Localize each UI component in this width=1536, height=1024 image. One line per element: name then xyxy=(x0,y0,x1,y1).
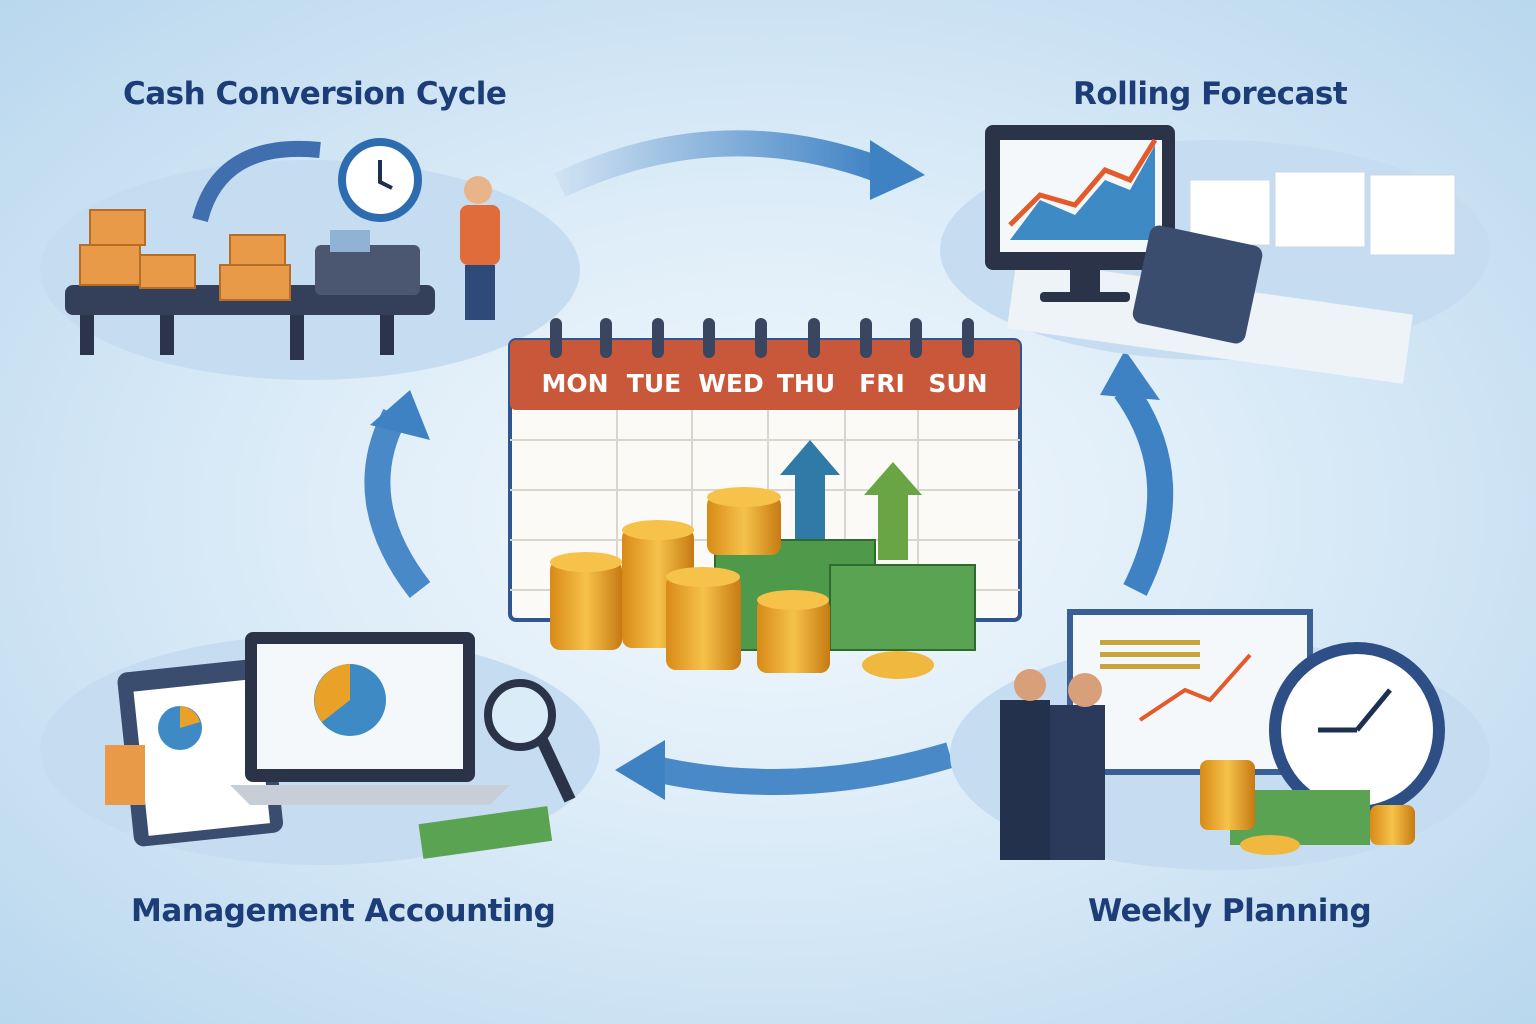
cycle-arrows xyxy=(364,130,1174,795)
arrow-bottom xyxy=(657,742,954,795)
arrow-left xyxy=(364,408,431,598)
calendar-day-sun: SUN xyxy=(928,369,987,398)
section-title-management-accounting: Management Accounting xyxy=(131,893,556,929)
calendar-day-tue: TUE xyxy=(627,369,681,398)
section-title-weekly-planning: Weekly Planning xyxy=(1088,893,1372,929)
planning-scene xyxy=(1000,609,1445,860)
calendar-day-fri: FRI xyxy=(859,369,905,398)
accounting-scene xyxy=(105,632,576,859)
calendar-day-mon: MON xyxy=(541,369,608,398)
up-arrow-icon xyxy=(864,462,922,560)
money-pile xyxy=(550,487,976,679)
conveyor-scene xyxy=(65,138,500,360)
section-title-rolling-forecast: Rolling Forecast xyxy=(1073,76,1348,112)
calendar-day-thu: THU xyxy=(777,369,835,398)
forecast-scene xyxy=(985,125,1456,384)
section-title-cash-conversion-cycle: Cash Conversion Cycle xyxy=(123,76,507,112)
calendar: MON TUE WED THU FRI SUN xyxy=(508,318,1022,622)
up-arrow-icon xyxy=(780,440,840,540)
calendar-day-wed: WED xyxy=(698,369,763,398)
arrow-top xyxy=(554,130,885,197)
scene-backdrop xyxy=(40,160,580,380)
arrow-right xyxy=(1114,382,1174,596)
